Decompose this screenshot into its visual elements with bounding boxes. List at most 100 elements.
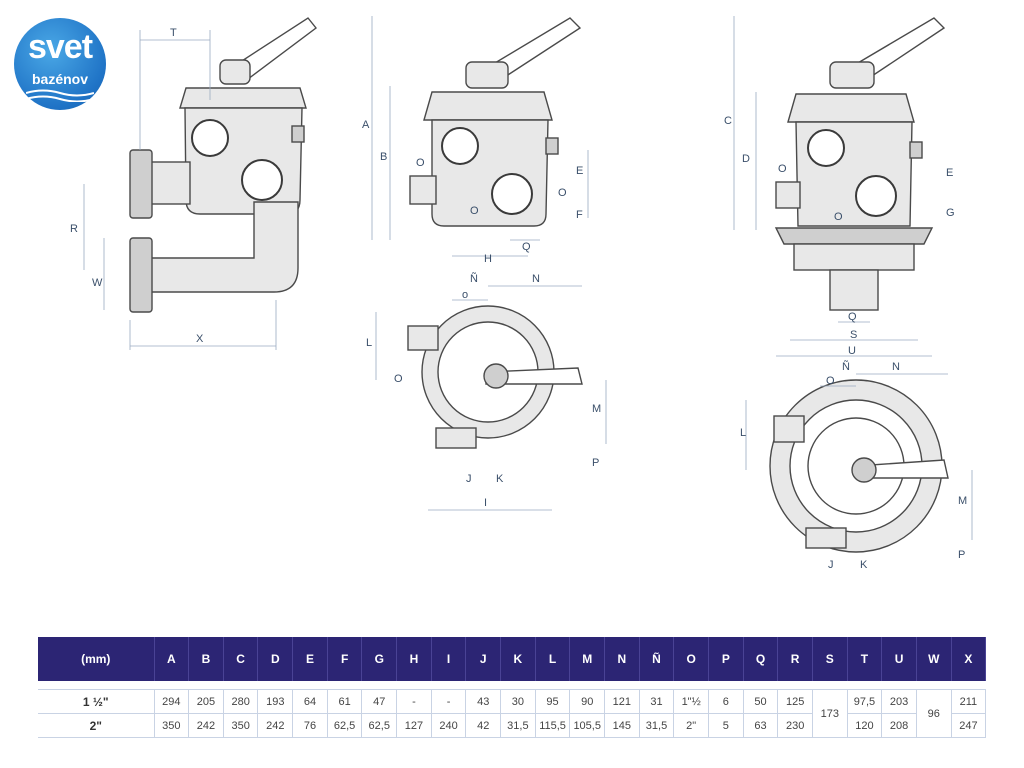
front-view — [371, 16, 589, 257]
table-cell: 121 — [604, 689, 640, 714]
dim-label: O — [778, 163, 787, 175]
col-header: K — [500, 637, 536, 681]
table-cell-merged: 173 — [812, 689, 848, 738]
col-header: Q — [743, 637, 779, 681]
table-cell: 280 — [223, 689, 259, 714]
dim-label: E — [946, 167, 953, 179]
dim-label: o — [462, 289, 468, 301]
dim-label: O — [826, 375, 835, 387]
dim-label: J — [466, 473, 472, 485]
table-cell: 1"½ — [673, 689, 709, 714]
table-row: 1 ½" 294 205 280 193 64 61 47 - - 43 30 … — [38, 689, 987, 738]
bottom-port — [805, 527, 847, 549]
table-cell: 193 — [257, 689, 294, 714]
dim-label: L — [740, 427, 746, 439]
base-flange — [774, 227, 934, 245]
row-label: 1 ½" — [38, 689, 155, 714]
handle-hub — [219, 59, 251, 85]
dim-label: N — [892, 361, 900, 373]
bottom-pipe — [829, 269, 879, 311]
dim-label: Q — [522, 241, 531, 253]
dim-label: C — [724, 115, 732, 127]
dim-label: K — [496, 473, 504, 485]
table-cell: 31,5 — [639, 713, 675, 738]
col-header: Ñ — [639, 637, 675, 681]
base-front-view — [733, 16, 946, 357]
brand-logo: svet bazénov — [14, 18, 106, 110]
table-cell: 90 — [569, 689, 606, 714]
logo-main-text: svet — [27, 28, 93, 66]
col-header: F — [327, 637, 363, 681]
table-cell: 350 — [154, 713, 190, 738]
dim-label: O — [834, 211, 843, 223]
side-view — [83, 17, 317, 350]
table-row: 2" 350 242 350 242 76 62,5 62,5 127 240 … — [38, 713, 987, 738]
table-header-row: (mm) A B C D E F G H I J K L M N Ñ O P Q… — [38, 637, 987, 681]
dim-label: O — [394, 373, 403, 385]
table-cell: 294 — [154, 689, 190, 714]
handle-hub — [829, 61, 875, 89]
dim-label: Ñ — [842, 360, 850, 373]
col-header: O — [673, 637, 709, 681]
dim-label: D — [742, 153, 750, 165]
threaded-nut — [129, 149, 153, 219]
technical-drawing: T R W X A B O O E O F H Q Ñ o N L O M P … — [70, 16, 973, 571]
col-header: T — [847, 637, 883, 681]
bottom-port — [435, 427, 477, 449]
port-circle — [191, 119, 229, 157]
port-circle — [441, 127, 479, 165]
port-circle — [491, 173, 533, 215]
base-skirt — [793, 243, 915, 271]
top-view — [375, 285, 607, 511]
dim-label: E — [576, 165, 583, 177]
dim-label: N — [532, 273, 540, 285]
col-header: R — [777, 637, 813, 681]
table-cell: 5 — [708, 713, 744, 738]
port-circle — [855, 175, 897, 217]
dim-label: R — [70, 223, 78, 235]
table-cell: 203 — [881, 689, 917, 714]
dim-label: T — [170, 27, 177, 39]
dim-label: J — [828, 559, 834, 571]
port-circle — [807, 129, 845, 167]
col-header: C — [223, 637, 259, 681]
table-cell: 125 — [777, 689, 813, 714]
table-cell: 350 — [223, 713, 259, 738]
table-cell: 43 — [465, 689, 502, 714]
col-header: D — [257, 637, 294, 681]
dim-label: K — [860, 559, 868, 571]
dim-label: P — [592, 457, 599, 469]
dim-label: I — [484, 497, 487, 509]
table-cell: 64 — [292, 689, 328, 714]
table-cell: 2" — [673, 713, 709, 738]
table-cell: 47 — [361, 689, 398, 714]
dim-label: B — [380, 151, 387, 163]
table-cell: 145 — [604, 713, 640, 738]
handle-hub — [851, 457, 877, 483]
dimension-labels: T R W X A B O O E O F H Q Ñ o N L O M P … — [70, 27, 967, 571]
table-cell: 105,5 — [569, 713, 606, 738]
table-cell: 115,5 — [535, 713, 571, 738]
table-cell: 240 — [431, 713, 467, 738]
table-cell: 76 — [292, 713, 328, 738]
table-cell: 127 — [396, 713, 432, 738]
valve-lid — [423, 91, 553, 121]
pipe-connection — [149, 161, 191, 205]
col-header: I — [431, 637, 467, 681]
table-cell: 247 — [951, 713, 987, 738]
valve-screw — [545, 137, 559, 155]
table-cell: 61 — [327, 689, 363, 714]
dim-label: U — [848, 345, 856, 357]
handle-hub — [483, 363, 509, 389]
dimensions-table: (mm) A B C D E F G H I J K L M N Ñ O P Q… — [38, 637, 987, 738]
table-cell: 31 — [639, 689, 675, 714]
col-header: J — [465, 637, 502, 681]
col-header: H — [396, 637, 432, 681]
dim-label: F — [576, 209, 583, 221]
table-cell: 120 — [847, 713, 883, 738]
table-cell: 242 — [257, 713, 294, 738]
dim-label: A — [362, 119, 370, 131]
table-cell: 211 — [951, 689, 987, 714]
base-top-view — [745, 373, 973, 553]
col-header: X — [951, 637, 987, 681]
